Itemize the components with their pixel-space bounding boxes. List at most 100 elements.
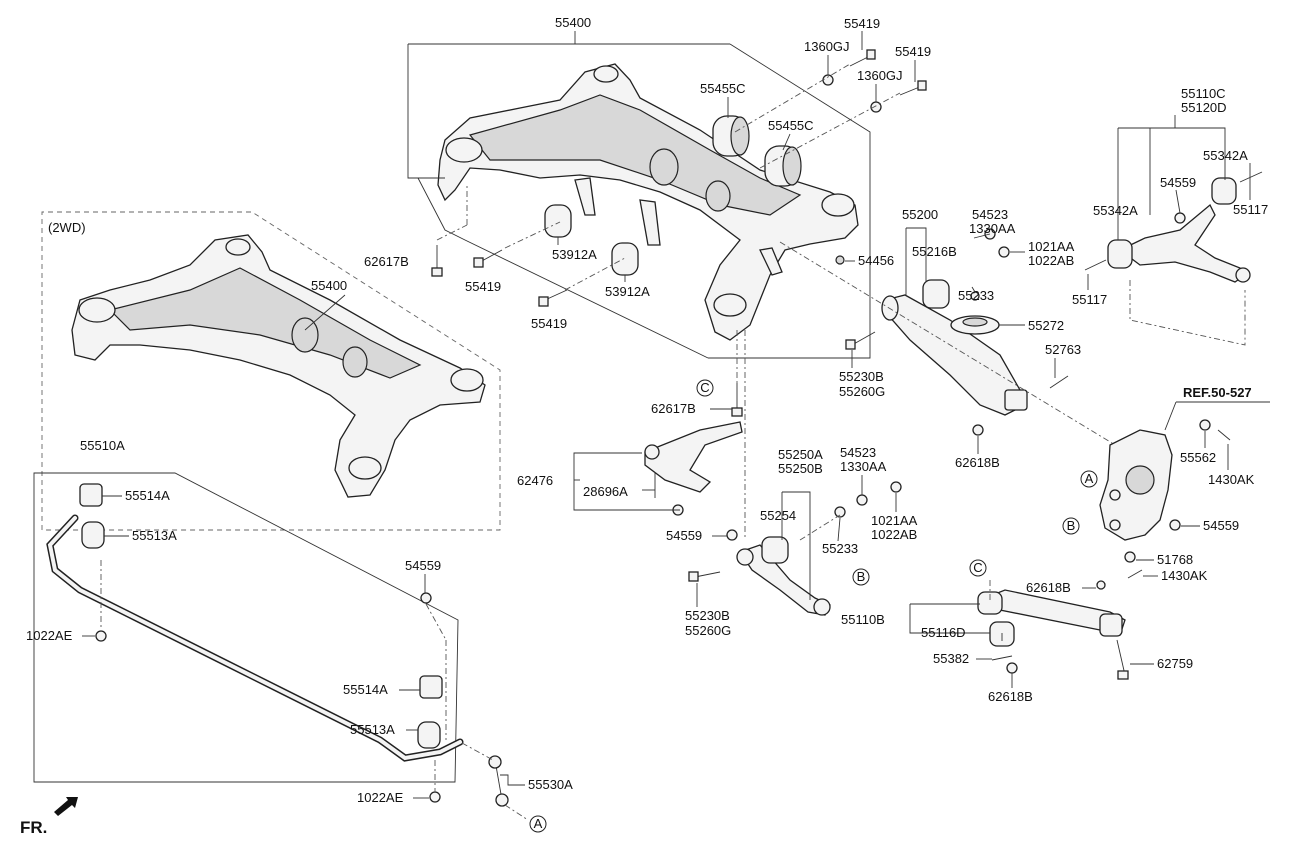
label-62617b-a: 62617B — [364, 254, 409, 269]
knuckle-icon — [1099, 419, 1211, 563]
label-1430ak-a: 1430AK — [1208, 472, 1255, 487]
marker-b-2: B — [852, 568, 870, 586]
label-55530a: 55530A — [528, 777, 573, 792]
bushing-icon — [1107, 177, 1237, 269]
label-51768: 51768 — [1157, 552, 1193, 567]
label-55260g-b: 55260G — [685, 623, 731, 638]
label-55342a-b: 55342A — [1093, 203, 1138, 218]
label-1330aa-a: 1330AA — [969, 221, 1016, 236]
marker-a-2-text: A — [534, 816, 543, 831]
label-55419-d: 55419 — [531, 316, 567, 331]
label-55419-c: 55419 — [465, 279, 501, 294]
subframe-icon — [418, 63, 859, 341]
label-55233-a: 55233 — [958, 288, 994, 303]
label-55562: 55562 — [1180, 450, 1216, 465]
label-1022ab-b: 1022AB — [871, 527, 917, 542]
label-55117-b: 55117 — [1072, 292, 1107, 307]
label-fr: FR. — [20, 818, 47, 837]
bolt-icon — [991, 639, 1129, 680]
bushing-icon — [922, 279, 1000, 335]
label-1430ak-b: 1430AK — [1161, 568, 1208, 583]
label-2wd: (2WD) — [48, 220, 86, 235]
label-55216b: 55216B — [912, 244, 957, 259]
marker-b-1-text: B — [1067, 518, 1076, 533]
stabilizer-bar-icon — [46, 514, 464, 762]
marker-c-1: C — [696, 379, 714, 397]
bolt-icon — [731, 383, 743, 417]
label-28696a: 28696A — [583, 484, 628, 499]
label-1360gj-b: 1360GJ — [857, 68, 903, 83]
label-62618b-c: 62618B — [988, 689, 1033, 704]
subframe-2wd-icon — [71, 234, 486, 498]
label-62759: 62759 — [1157, 656, 1193, 671]
label-54559-c: 54559 — [1160, 175, 1196, 190]
marker-b-1: B — [1062, 517, 1080, 535]
bolt-icon — [1127, 429, 1231, 579]
marker-c-2-text: C — [973, 560, 982, 575]
label-55230b-b: 55230B — [685, 608, 730, 623]
label-55233-b: 55233 — [822, 541, 858, 556]
label-55250a: 55250A — [778, 447, 823, 462]
bolt-icon — [845, 331, 1069, 389]
label-55120d: 55120D — [1181, 100, 1227, 115]
marker-c-1-text: C — [700, 380, 709, 395]
group-55400-box — [407, 43, 871, 359]
label-55455c-a: 55455C — [700, 81, 746, 96]
bushing-icon — [712, 115, 802, 187]
label-62476: 62476 — [517, 473, 553, 488]
label-53912a-b: 53912A — [605, 284, 650, 299]
bushing-icon — [79, 483, 443, 749]
upper-arm-icon — [1118, 203, 1251, 283]
group-55510a-box — [33, 472, 459, 783]
label-1022ae-b: 1022AE — [357, 790, 404, 805]
label-55250b: 55250B — [778, 461, 823, 476]
label-55272: 55272 — [1028, 318, 1064, 333]
label-1022ae-a: 1022AE — [26, 628, 73, 643]
label-1021aa-b: 1021AA — [871, 513, 918, 528]
group-2wd-box — [41, 211, 501, 531]
marker-a-1: A — [1080, 470, 1098, 488]
label-55382: 55382 — [933, 651, 969, 666]
label-1330aa-b: 1330AA — [840, 459, 887, 474]
label-55110b: 55110B — [841, 612, 885, 627]
marker-b-2-text: B — [857, 569, 866, 584]
label-54523-b: 54523 — [840, 445, 876, 460]
bushing-icon — [544, 204, 639, 276]
bracket-62476-icon — [644, 421, 743, 541]
label-62617b-b: 62617B — [651, 401, 696, 416]
label-54523-a: 54523 — [972, 207, 1008, 222]
label-55419-b: 55419 — [895, 44, 931, 59]
link-icon — [488, 755, 509, 807]
bolt-icon — [431, 49, 927, 307]
label-55342a-a: 55342A — [1203, 148, 1248, 163]
marker-c-2: C — [969, 559, 987, 577]
label-1022ab-a: 1022AB — [1028, 253, 1074, 268]
label-53912a-a: 53912A — [552, 247, 597, 262]
label-55510a: 55510A — [80, 438, 125, 453]
bolt-icon — [688, 571, 721, 582]
link-arm-icon — [736, 544, 831, 616]
marker-a-2: A — [529, 815, 547, 833]
label-ref: REF.50-527 — [1183, 385, 1252, 400]
label-55117-a: 55117 — [1233, 202, 1268, 217]
bolt-icon — [1084, 171, 1263, 271]
label-55116d: 55116D — [921, 625, 966, 640]
label-52763: 52763 — [1045, 342, 1081, 357]
label-54559-b: 54559 — [405, 558, 441, 573]
marker-a-1-text: A — [1085, 471, 1094, 486]
trailing-arm-icon — [977, 589, 1126, 637]
label-55254: 55254 — [760, 508, 796, 523]
label-1021aa-a: 1021AA — [1028, 239, 1075, 254]
label-55514a-b: 55514A — [343, 682, 388, 697]
label-54559-a: 54559 — [666, 528, 702, 543]
label-54456: 54456 — [858, 253, 894, 268]
lower-arm-icon — [881, 294, 1028, 416]
label-55400-top: 55400 — [555, 15, 591, 30]
label-55260g-a: 55260G — [839, 384, 885, 399]
label-62618b-a: 62618B — [955, 455, 1000, 470]
label-55400-2wd: 55400 — [311, 278, 347, 293]
front-arrow-icon — [54, 797, 78, 816]
label-55110c: 55110C — [1181, 86, 1226, 101]
label-55200: 55200 — [902, 207, 938, 222]
